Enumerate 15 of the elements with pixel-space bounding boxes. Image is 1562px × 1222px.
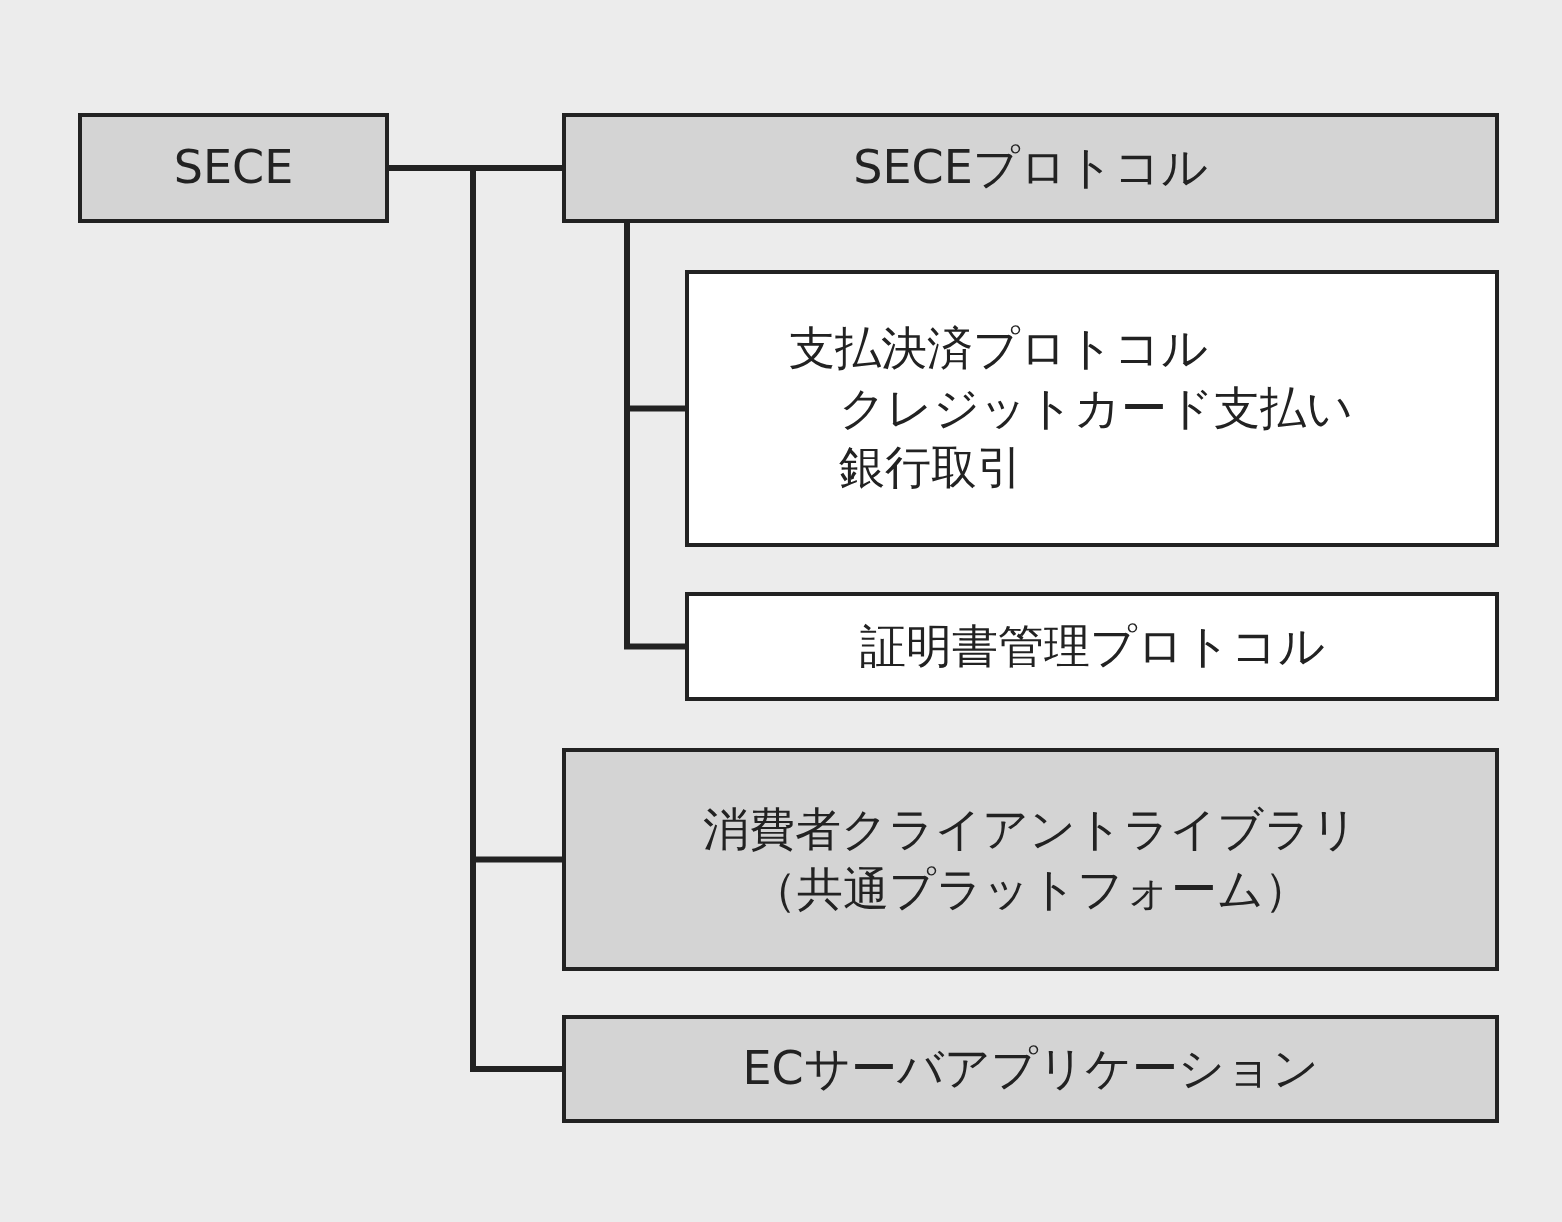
protocol-box — [685, 592, 1499, 701]
application-box — [562, 1015, 1499, 1123]
library-box — [562, 748, 1499, 971]
box-label: 証明書管理プロトコル — [859, 618, 1325, 673]
box-label: ECサーバアプリケーション — [742, 1041, 1319, 1096]
box-label: SECE — [173, 140, 294, 195]
box-label: 消費者クライアントライブラリ（共通プラットフォーム） — [703, 801, 1358, 916]
box-label: クレジットカード支払い — [839, 380, 1353, 435]
box-label: 支払決済プロトコル — [789, 320, 1208, 375]
connector-line — [624, 223, 685, 650]
protocol-box — [562, 113, 1499, 223]
protocol-box — [685, 270, 1499, 547]
box-label: SECEプロトコル — [853, 140, 1208, 195]
box-label: 銀行取引 — [839, 440, 1023, 495]
title-box — [78, 113, 389, 223]
